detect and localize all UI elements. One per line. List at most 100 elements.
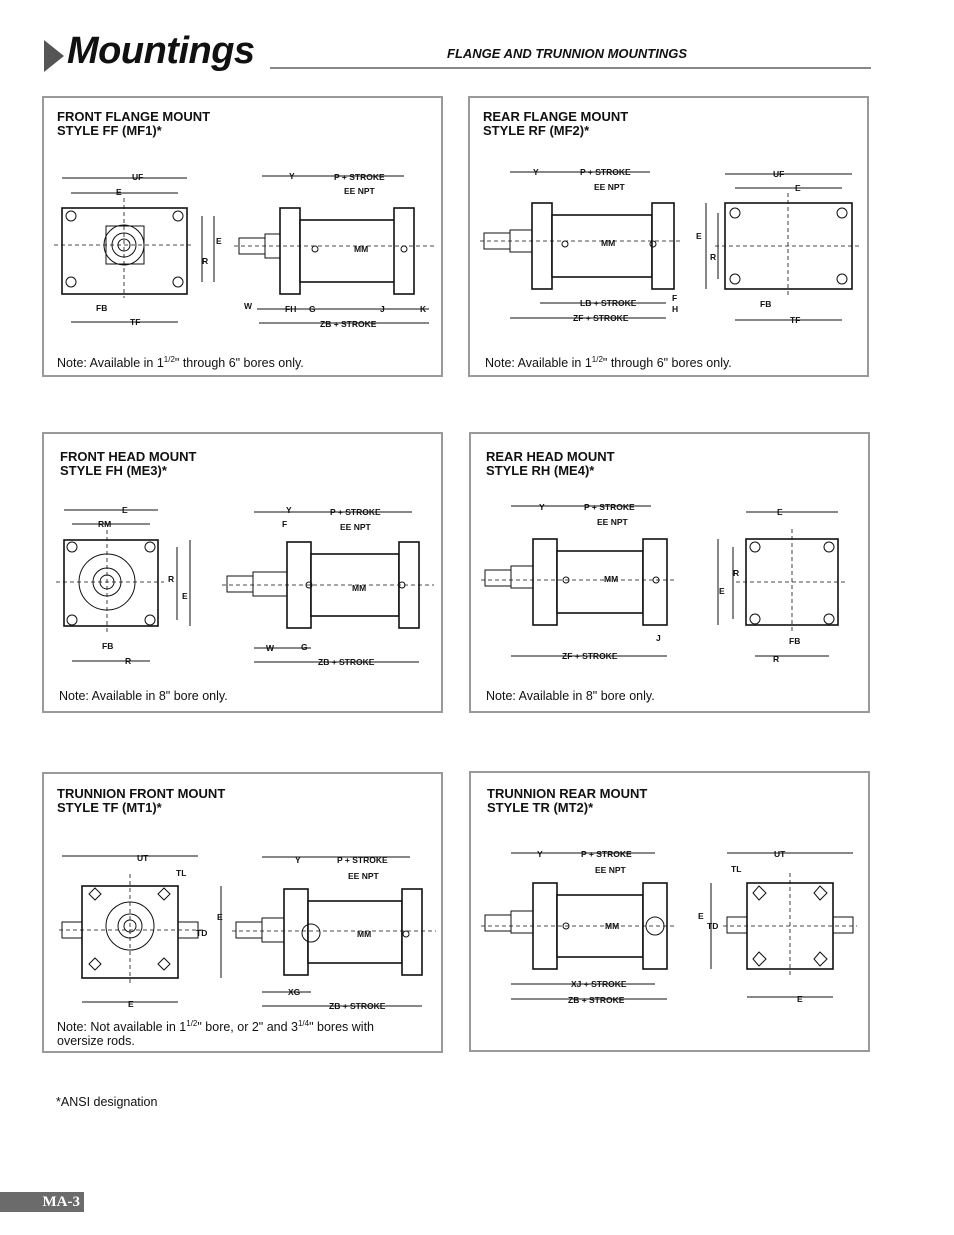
dim-y: Y xyxy=(295,855,301,865)
dim-fb: FB xyxy=(789,636,800,646)
dim-j: J xyxy=(380,304,385,314)
dim-e-vertical: E xyxy=(182,591,188,601)
rear-flange-diagram: Y P + STROKE EE NPT MM LB + STROKE F H Z… xyxy=(480,167,860,325)
header-arrow-icon xyxy=(44,40,64,72)
dim-r: R xyxy=(168,574,174,584)
dim-td: TD xyxy=(196,928,207,938)
panel-trunnion-front: TRUNNION FRONT MOUNT STYLE TF (MT1)* UT … xyxy=(42,772,443,1053)
panel-title: TRUNNION FRONT MOUNT STYLE TF (MT1)* xyxy=(57,786,226,815)
dim-e: E xyxy=(797,994,803,1004)
panel-trunnion-rear: TRUNNION REAR MOUNT STYLE TR (MT2)* Y P … xyxy=(469,771,870,1052)
panel-title: FRONT HEAD MOUNT STYLE FH (ME3)* xyxy=(60,449,197,478)
dim-mm: MM xyxy=(357,929,371,939)
dim-g: G xyxy=(301,642,308,652)
dim-f: F xyxy=(282,519,287,529)
dim-tf: TF xyxy=(790,315,800,325)
dim-e: E xyxy=(122,505,128,515)
dim-y: Y xyxy=(539,502,545,512)
panel-title: TRUNNION REAR MOUNT STYLE TR (MT2)* xyxy=(487,786,648,815)
dim-uf: UF xyxy=(773,169,784,179)
dim-uf: UF xyxy=(132,172,143,182)
dim-xj-stroke: XJ + STROKE xyxy=(571,979,627,989)
dim-ee-npt: EE NPT xyxy=(348,871,380,881)
dim-w: W xyxy=(244,301,253,311)
dim-p-stroke: P + STROKE xyxy=(337,855,388,865)
panel-title: REAR HEAD MOUNT STYLE RH (ME4)* xyxy=(486,449,615,478)
dim-ut: UT xyxy=(774,849,786,859)
page-subtitle: FLANGE AND TRUNNION MOUNTINGS xyxy=(447,46,688,61)
dim-zb-stroke: ZB + STROKE xyxy=(568,995,625,1005)
dim-tl: TL xyxy=(176,868,186,878)
dim-ut: UT xyxy=(137,853,149,863)
dim-e: E xyxy=(777,507,783,517)
panel-rear-head: REAR HEAD MOUNT STYLE RH (ME4)* Y P + ST… xyxy=(469,432,870,713)
header-rule xyxy=(270,67,871,69)
trunnion-front-diagram: UT TL E TD E Y P + STROKE EE NPT MM XG Z… xyxy=(59,853,436,1011)
panel-front-head: FRONT HEAD MOUNT STYLE FH (ME3)* E RM R … xyxy=(42,432,443,713)
dim-mm: MM xyxy=(352,583,366,593)
dim-f: F xyxy=(672,293,677,303)
dim-mm: MM xyxy=(354,244,368,254)
dim-p-stroke: P + STROKE xyxy=(580,167,631,177)
dim-e: E xyxy=(128,999,134,1009)
dim-e-vertical: E xyxy=(698,911,704,921)
footnote: *ANSI designation xyxy=(56,1095,158,1109)
dim-e: E xyxy=(795,183,801,193)
dim-r-bottom: R xyxy=(125,656,131,666)
dim-mm: MM xyxy=(601,238,615,248)
panel-rear-flange: REAR FLANGE MOUNT STYLE RF (MF2)* Y P + … xyxy=(468,96,869,377)
dim-fh: FH xyxy=(285,304,296,314)
dim-lb-stroke: LB + STROKE xyxy=(580,298,637,308)
dim-ee-npt: EE NPT xyxy=(595,865,627,875)
panel-front-flange: FRONT FLANGE MOUNT STYLE FF (MF1)* UF E … xyxy=(42,96,443,377)
panel-title: REAR FLANGE MOUNT STYLE RF (MF2)* xyxy=(483,109,629,138)
dim-r: R xyxy=(733,568,739,578)
dim-r: R xyxy=(710,252,716,262)
dim-e-vertical: E xyxy=(719,586,725,596)
dim-zf-stroke: ZF + STROKE xyxy=(573,313,629,323)
dim-td: TD xyxy=(707,921,718,931)
dim-fb: FB xyxy=(96,303,107,313)
dim-ee-npt: EE NPT xyxy=(344,186,376,196)
dim-zf-stroke: ZF + STROKE xyxy=(562,651,618,661)
panel-title: FRONT FLANGE MOUNT STYLE FF (MF1)* xyxy=(57,109,211,138)
front-flange-diagram: UF E E R FB TF Y P + STROKE EE NPT MM W … xyxy=(54,171,434,329)
dim-ee-npt: EE NPT xyxy=(597,517,629,527)
dim-y: Y xyxy=(537,849,543,859)
dim-fb: FB xyxy=(102,641,113,651)
dim-g: G xyxy=(309,304,316,314)
page-title: Mountings xyxy=(67,30,255,72)
dim-y: Y xyxy=(289,171,295,181)
panel-note: Note: Available in 11/2" through 6" bore… xyxy=(485,355,732,371)
trunnion-rear-diagram: Y P + STROKE EE NPT MM XJ + STROKE ZB + … xyxy=(481,849,857,1005)
panel-note: Note: Available in 8" bore only. xyxy=(486,689,655,703)
dim-p-stroke: P + STROKE xyxy=(330,507,381,517)
dim-ee-npt: EE NPT xyxy=(594,182,626,192)
dim-ee-npt: EE NPT xyxy=(340,522,372,532)
dim-zb-stroke: ZB + STROKE xyxy=(320,319,377,329)
dim-fb: FB xyxy=(760,299,771,309)
dim-e-vertical: E xyxy=(216,236,222,246)
dim-tf: TF xyxy=(130,317,140,327)
panel-note: Note: Available in 8" bore only. xyxy=(59,689,228,703)
dim-mm: MM xyxy=(605,921,619,931)
rear-head-diagram: Y P + STROKE EE NPT MM J ZF + STROKE E R… xyxy=(481,502,846,664)
dim-rm: RM xyxy=(98,519,111,529)
dim-p-stroke: P + STROKE xyxy=(334,172,385,182)
dim-tl: TL xyxy=(731,864,741,874)
panel-note: Note: Not available in 11/2" bore, or 2"… xyxy=(57,1019,374,1049)
dim-e-vertical: E xyxy=(217,912,223,922)
panel-note: Note: Available in 11/2" through 6" bore… xyxy=(57,355,304,371)
dim-w: W xyxy=(266,643,275,653)
dim-zb-stroke: ZB + STROKE xyxy=(318,657,375,667)
dim-r-bottom: R xyxy=(773,654,779,664)
dim-h: H xyxy=(672,304,678,314)
dim-y: Y xyxy=(533,167,539,177)
page-number: MA-3 xyxy=(0,1192,84,1212)
dim-zb-stroke: ZB + STROKE xyxy=(329,1001,386,1011)
dim-y: Y xyxy=(286,505,292,515)
dim-xg: XG xyxy=(288,987,301,997)
dim-r: R xyxy=(202,256,208,266)
dim-e-vertical: E xyxy=(696,231,702,241)
dim-p-stroke: P + STROKE xyxy=(584,502,635,512)
